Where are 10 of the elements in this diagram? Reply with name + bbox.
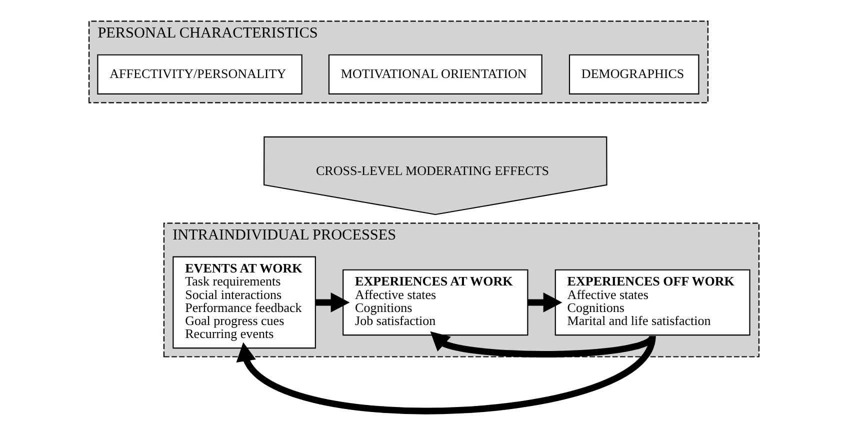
- arrow: [528, 292, 562, 312]
- node-box: AFFECTIVITY/PERSONALITY: [97, 54, 302, 95]
- node-box: EVENTS AT WORK Task requirements Social interactions Performance feedback Goal progress cues Recurring events: [172, 256, 316, 349]
- arrow: [430, 331, 656, 358]
- arrow: [236, 334, 656, 414]
- node-box: DEMOGRAPHICS: [568, 54, 700, 95]
- node-box: EXPERIENCES OFF WORK Affective states Cognitions Marital and life satisfaction: [554, 269, 750, 336]
- arrow: [316, 292, 350, 312]
- node-box: MOTIVATIONAL ORIENTATION: [328, 54, 542, 95]
- node-box: EXPERIENCES AT WORK Affective states Cognitions Job satisfaction: [342, 269, 528, 336]
